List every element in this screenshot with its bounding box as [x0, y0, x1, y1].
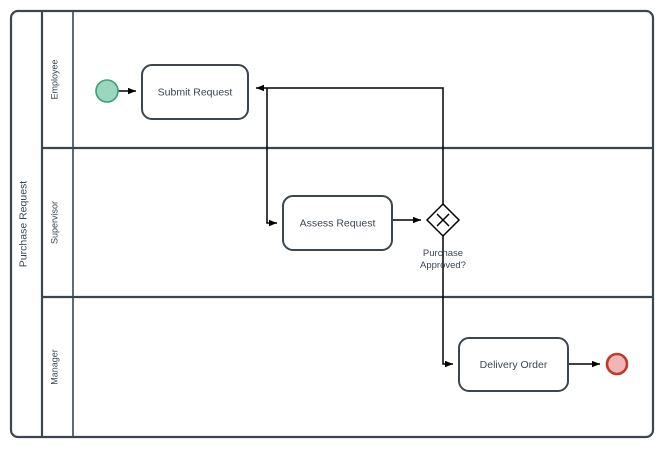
task-assess-request-box[interactable]: [282, 195, 393, 251]
task-delivery-order-box[interactable]: [458, 337, 569, 392]
flow-submit-request-to-assess-request[interactable]: [266, 88, 277, 227]
end-event-circle[interactable]: [605, 352, 629, 376]
start-event-circle[interactable]: [95, 79, 119, 103]
task-delivery-order[interactable]: Delivery Order: [458, 337, 569, 392]
sequence-flows: [118, 84, 600, 368]
flow-gateway-to-delivery-order[interactable]: [442, 236, 453, 368]
end-event[interactable]: [605, 352, 629, 376]
task-submit-request[interactable]: Submit Request: [141, 64, 249, 120]
start-event[interactable]: [95, 79, 119, 103]
flow-gateway-to-submit-request[interactable]: [256, 84, 444, 204]
lane-dividers: [42, 11, 653, 437]
task-assess-request[interactable]: Assess Request: [282, 195, 393, 251]
gateway-x-icon: [436, 213, 450, 227]
task-submit-request-box[interactable]: [141, 64, 249, 120]
